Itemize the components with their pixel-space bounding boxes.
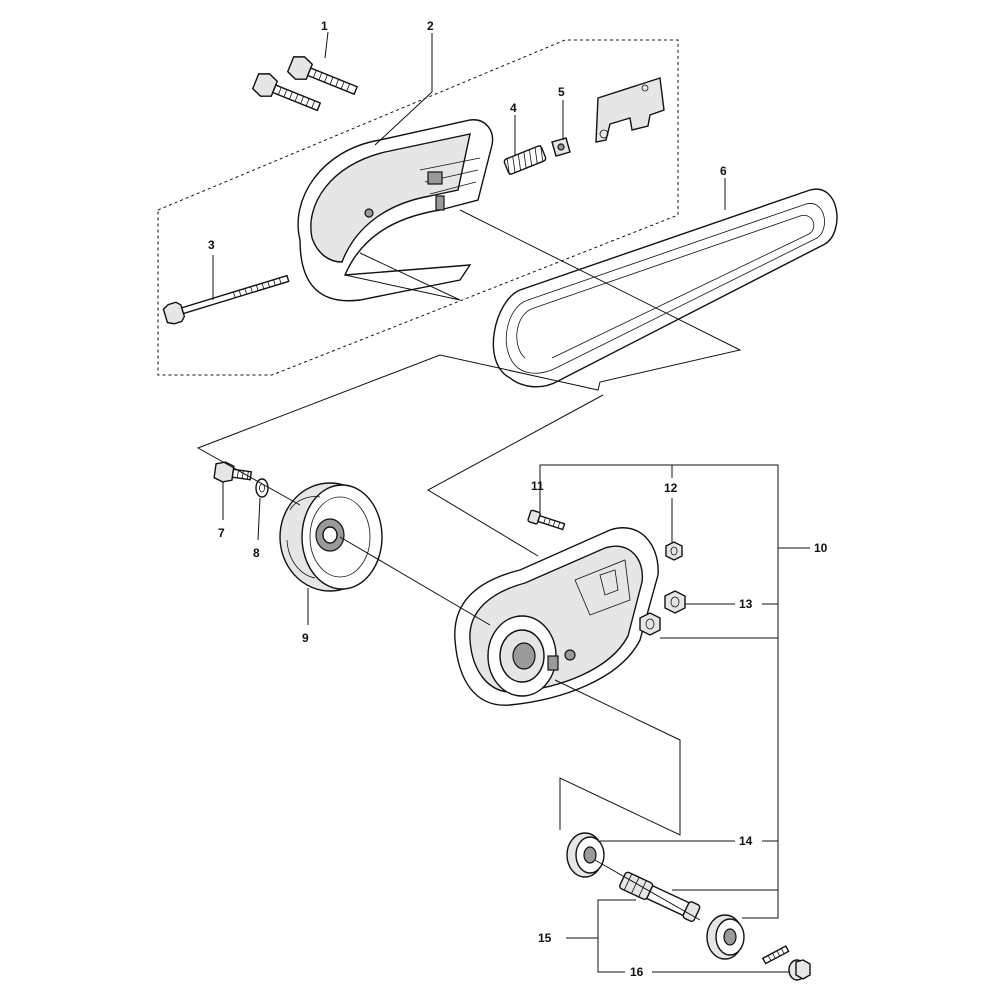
bolt-part-1 (251, 56, 359, 112)
long-screw-part-3 (162, 274, 290, 325)
callout-leaders (212, 31, 810, 973)
callout-13: 13 (739, 597, 753, 611)
callout-labels: 1 2 3 4 5 6 7 8 9 10 11 12 13 14 15 16 (208, 19, 828, 979)
callout-11: 11 (531, 479, 544, 493)
assembly-dashed-outline (157, 39, 679, 376)
callout-1: 1 (321, 19, 328, 33)
callout-6: 6 (720, 164, 727, 178)
callout-16: 16 (630, 965, 644, 979)
callout-5: 5 (558, 85, 565, 99)
gear-housing-part-10 (454, 527, 659, 706)
nut-part-12 (665, 541, 683, 561)
v-belt-part-6 (492, 188, 838, 388)
clip-plate (595, 77, 665, 143)
bolt-part-16 (761, 945, 811, 981)
callout-8: 8 (253, 546, 260, 560)
callout-2: 2 (427, 19, 434, 33)
square-nut-part-5 (551, 137, 571, 157)
callout-10: 10 (814, 541, 828, 555)
washer-part-8 (255, 478, 269, 498)
callout-4: 4 (510, 101, 517, 115)
callout-9: 9 (302, 631, 309, 645)
flange-nuts-part-13 (639, 590, 686, 636)
spring-part-4 (503, 145, 547, 175)
callout-7: 7 (218, 526, 225, 540)
assembly-relation-lines (196, 209, 742, 921)
bearings-part-14 (566, 832, 745, 960)
callout-15: 15 (538, 931, 552, 945)
callout-14: 14 (739, 834, 753, 848)
screw-part-11 (527, 509, 566, 531)
pulley-part-9 (279, 482, 383, 592)
bolt-part-7 (213, 461, 253, 483)
callout-3: 3 (208, 238, 215, 252)
belt-guard-part-2 (297, 119, 494, 302)
callout-12: 12 (664, 481, 678, 495)
